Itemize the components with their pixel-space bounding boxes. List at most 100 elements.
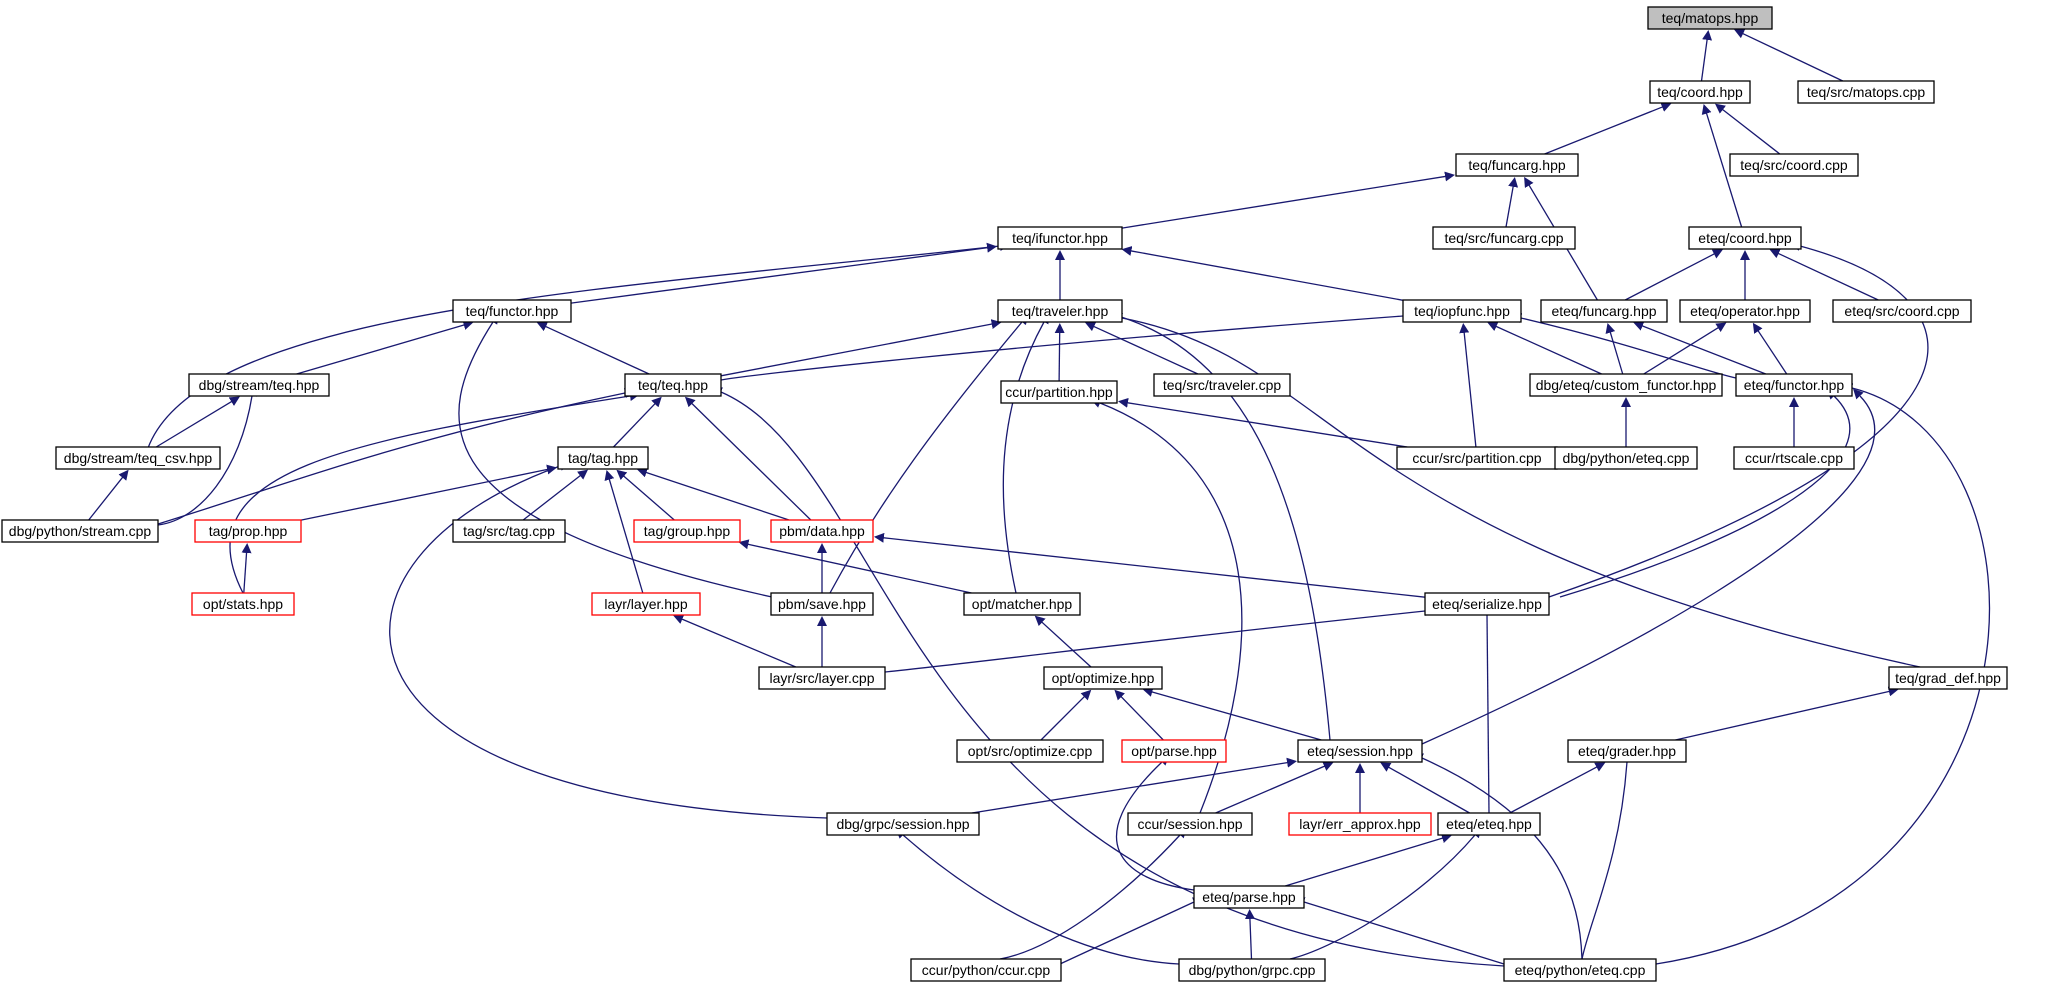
node-box xyxy=(1688,226,1802,250)
node-dbg-grpc-session-hpp[interactable]: dbg/grpc/session.hpp xyxy=(826,812,980,836)
node-opt-matcher-hpp[interactable]: opt/matcher.hpp xyxy=(963,592,1081,616)
node-teq-grad-def-hpp[interactable]: teq/grad_def.hpp xyxy=(1888,666,2008,690)
edge-teq-hpp-to-opt-stats-hpp xyxy=(229,391,640,594)
edge-dbg-stream-teq-hpp-to-dbg-python-stream-cpp xyxy=(157,386,257,526)
node-dbg-stream-teq-hpp[interactable]: dbg/stream/teq.hpp xyxy=(188,373,330,397)
node-label: teq/traveler.hpp xyxy=(1012,303,1109,319)
node-layr-layer-hpp[interactable]: layr/layer.hpp xyxy=(591,592,701,616)
node-box xyxy=(770,519,874,543)
node-tag-group-hpp[interactable]: tag/group.hpp xyxy=(633,519,741,543)
node-src-matops-cpp[interactable]: teq/src/matops.cpp xyxy=(1797,80,1935,104)
edge-eteq-operator-hpp-to-eteq-functor-hpp xyxy=(1752,322,1788,375)
node-ccur-partition-hpp[interactable]: ccur/partition.hpp xyxy=(1000,380,1118,404)
node-label: opt/stats.hpp xyxy=(203,596,283,612)
node-label: tag/group.hpp xyxy=(644,523,731,539)
node-eteq-coord-hpp[interactable]: eteq/coord.hpp xyxy=(1688,226,1802,250)
node-custom-functor-hpp[interactable]: dbg/eteq/custom_functor.hpp xyxy=(1529,373,1723,397)
node-dbg-python-eteq-cpp[interactable]: dbg/python/eteq.cpp xyxy=(1554,446,1698,470)
node-dbg-python-stream-cpp[interactable]: dbg/python/stream.cpp xyxy=(1,519,159,543)
node-eteq-eteq-hpp[interactable]: eteq/eteq.hpp xyxy=(1437,812,1541,836)
edge-functor-hpp-to-teq-hpp xyxy=(536,322,650,375)
node-eteq-operator-hpp[interactable]: eteq/operator.hpp xyxy=(1679,299,1811,323)
edge-tag-hpp-to-dbg-grpc-session-hpp xyxy=(389,461,828,819)
node-box xyxy=(1178,958,1326,982)
node-eteq-session-hpp[interactable]: eteq/session.hpp xyxy=(1297,739,1423,763)
node-eteq-python-eteq-cpp[interactable]: eteq/python/eteq.cpp xyxy=(1503,958,1657,982)
node-src-traveler-cpp[interactable]: teq/src/traveler.cpp xyxy=(1153,373,1291,397)
node-eteq-src-coord-cpp[interactable]: eteq/src/coord.cpp xyxy=(1832,299,1972,323)
node-coord-hpp[interactable]: teq/coord.hpp xyxy=(1649,80,1751,104)
node-layr-err-approx-hpp[interactable]: layr/err_approx.hpp xyxy=(1288,812,1432,836)
node-eteq-serialize-hpp[interactable]: eteq/serialize.hpp xyxy=(1424,592,1550,616)
node-box xyxy=(1567,739,1687,763)
node-box xyxy=(1529,373,1723,397)
node-eteq-grader-hpp[interactable]: eteq/grader.hpp xyxy=(1567,739,1687,763)
edge-teq-hpp-to-pbm-data-hpp xyxy=(684,396,812,521)
node-ifunctor-hpp[interactable]: teq/ifunctor.hpp xyxy=(997,226,1123,250)
node-src-coord-cpp[interactable]: teq/src/coord.cpp xyxy=(1729,153,1859,177)
node-box xyxy=(1127,812,1253,836)
node-ccur-python-ccur-cpp[interactable]: ccur/python/ccur.cpp xyxy=(910,958,1062,982)
node-box xyxy=(963,592,1081,616)
node-box xyxy=(633,519,741,543)
edge-coord-hpp-to-funcarg-hpp xyxy=(1544,102,1672,155)
node-teq-hpp[interactable]: teq/teq.hpp xyxy=(624,373,722,397)
node-functor-hpp[interactable]: teq/functor.hpp xyxy=(452,299,572,323)
edge-tag-hpp-to-layr-layer-hpp xyxy=(604,469,644,594)
edge-eteq-coord-hpp-to-eteq-serialize-hpp xyxy=(1548,241,1929,598)
node-opt-src-optimize-cpp[interactable]: opt/src/optimize.cpp xyxy=(956,739,1104,763)
node-dbg-python-grpc-cpp[interactable]: dbg/python/grpc.cpp xyxy=(1178,958,1326,982)
edge-eteq-parse-hpp-to-eteq-python-eteq-cpp xyxy=(1294,897,1505,965)
node-tag-src-tag-cpp[interactable]: tag/src/tag.cpp xyxy=(452,519,566,543)
edge-teq-grad-def-hpp-to-eteq-grader-hpp xyxy=(1675,686,1899,741)
nodes: teq/matops.hpp teq/coord.hpp teq/src/matop… xyxy=(1,6,2008,982)
node-matops-hpp[interactable]: teq/matops.hpp xyxy=(1647,6,1773,30)
node-opt-stats-hpp[interactable]: opt/stats.hpp xyxy=(191,592,295,616)
edge-eteq-eteq-hpp-to-eteq-parse-hpp xyxy=(1285,833,1452,887)
node-funcarg-hpp[interactable]: teq/funcarg.hpp xyxy=(1455,153,1579,177)
node-box xyxy=(1153,373,1291,397)
node-tag-hpp[interactable]: tag/tag.hpp xyxy=(557,446,649,470)
edge-tag-hpp-to-tag-group-hpp xyxy=(616,469,675,521)
node-label: teq/ifunctor.hpp xyxy=(1012,230,1108,246)
node-label: layr/err_approx.hpp xyxy=(1299,816,1421,832)
node-box xyxy=(910,958,1062,982)
node-ccur-partition-cpp[interactable]: ccur/src/partition.cpp xyxy=(1396,446,1558,470)
node-opt-optimize-hpp[interactable]: opt/optimize.hpp xyxy=(1043,666,1163,690)
edge-eteq-serialize-hpp-to-layr-src-layer-cpp xyxy=(884,606,1435,673)
node-eteq-funcarg-hpp[interactable]: eteq/funcarg.hpp xyxy=(1540,299,1668,323)
edges xyxy=(88,29,1991,967)
node-iopfunc-hpp[interactable]: teq/iopfunc.hpp xyxy=(1402,299,1522,323)
node-box xyxy=(1797,80,1935,104)
node-src-funcarg-cpp[interactable]: teq/src/funcarg.cpp xyxy=(1432,226,1576,250)
node-label: tag/prop.hpp xyxy=(209,523,288,539)
node-traveler-hpp[interactable]: teq/traveler.hpp xyxy=(997,299,1123,323)
edge-dbg-grpc-session-hpp-to-dbg-python-grpc-cpp xyxy=(895,828,1180,965)
node-box xyxy=(1647,6,1773,30)
node-layr-src-layer-cpp[interactable]: layr/src/layer.cpp xyxy=(758,666,886,690)
edge-functor-hpp-to-dbg-stream-teq-hpp xyxy=(296,320,474,375)
node-label: eteq/src/coord.cpp xyxy=(1844,303,1959,319)
node-ccur-session-hpp[interactable]: ccur/session.hpp xyxy=(1127,812,1253,836)
node-label: pbm/data.hpp xyxy=(779,523,865,539)
node-eteq-parse-hpp[interactable]: eteq/parse.hpp xyxy=(1193,885,1305,909)
node-label: dbg/eteq/custom_functor.hpp xyxy=(1536,377,1717,393)
node-pbm-save-hpp[interactable]: pbm/save.hpp xyxy=(770,592,874,616)
node-eteq-functor-hpp[interactable]: eteq/functor.hpp xyxy=(1735,373,1853,397)
edge-ifunctor-hpp-to-iopfunc-hpp xyxy=(1121,246,1404,301)
node-ccur-rtscale-cpp[interactable]: ccur/rtscale.cpp xyxy=(1733,446,1855,470)
edge-eteq-serialize-hpp-to-eteq-eteq-hpp xyxy=(1482,605,1492,814)
node-tag-prop-hpp[interactable]: tag/prop.hpp xyxy=(194,519,302,543)
edge-eteq-coord-hpp-to-eteq-funcarg-hpp xyxy=(1624,249,1723,301)
node-pbm-data-hpp[interactable]: pbm/data.hpp xyxy=(770,519,874,543)
edge-eteq-functor-hpp-to-eteq-serialize-hpp xyxy=(1559,389,1851,598)
node-box xyxy=(1729,153,1859,177)
node-opt-parse-hpp[interactable]: opt/parse.hpp xyxy=(1121,739,1227,763)
node-box xyxy=(188,373,330,397)
edge-eteq-functor-hpp-to-eteq-session-hpp xyxy=(1421,388,1876,745)
node-box xyxy=(1554,446,1698,470)
node-label: tag/src/tag.cpp xyxy=(463,523,555,539)
edge-dbg-stream-teq-hpp-to-teq-csv-hpp xyxy=(155,396,240,448)
node-teq-csv-hpp[interactable]: dbg/stream/teq_csv.hpp xyxy=(55,446,221,470)
